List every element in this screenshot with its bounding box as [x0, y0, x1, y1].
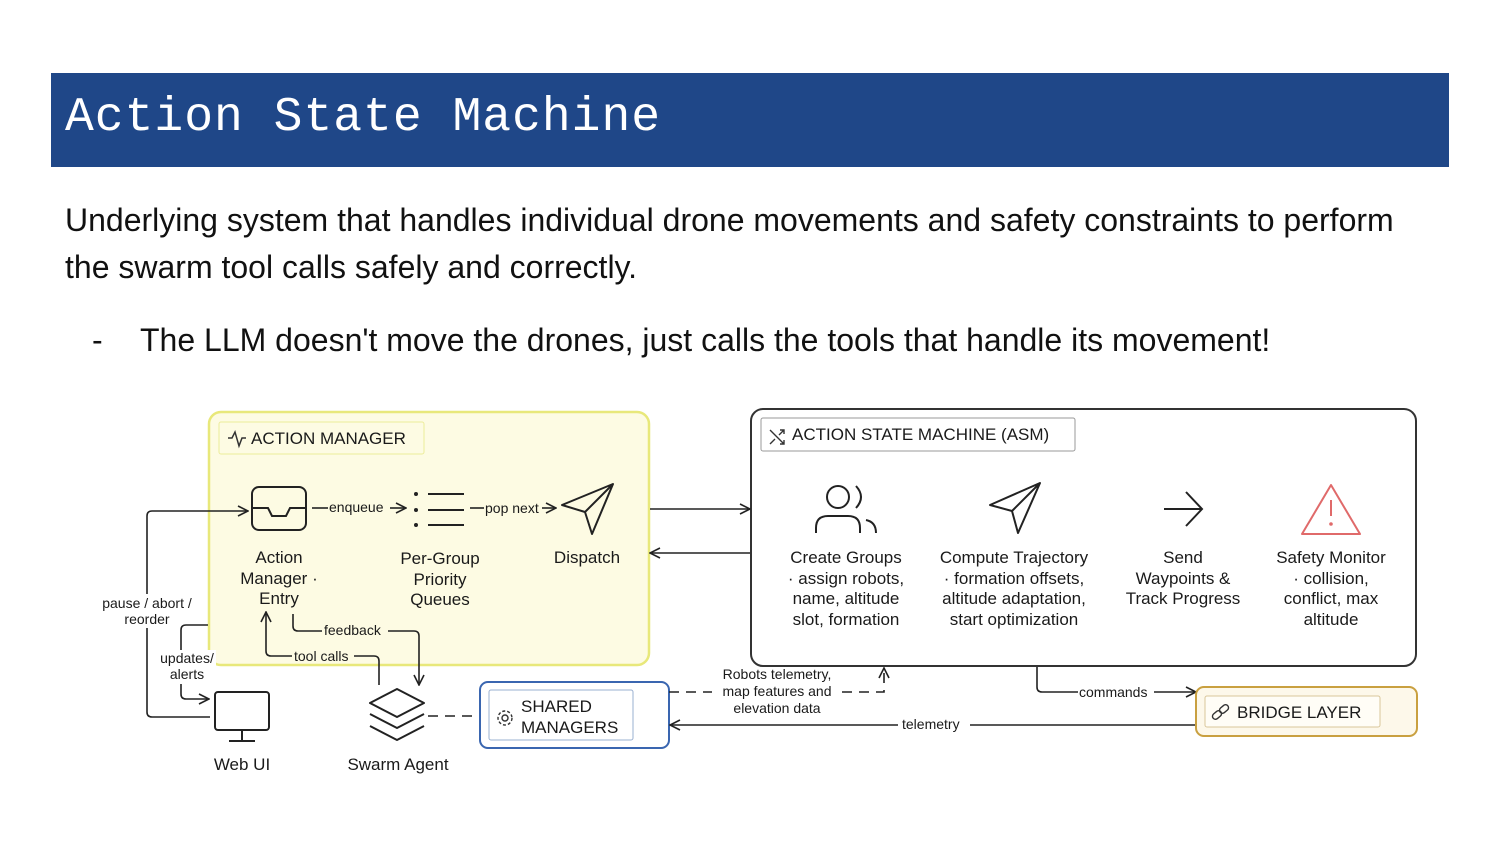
feedback-edge [292, 614, 419, 685]
action-manager-container [207, 410, 651, 667]
queues-line-2: Priority [414, 570, 467, 589]
queues-line-3: Queues [410, 590, 470, 609]
feedback-label: feedback [324, 622, 382, 638]
robots-telemetry-line-3: elevation data [733, 700, 820, 716]
bullet-text: The LLM doesn't move the drones, just ca… [140, 322, 1271, 358]
commands-label: commands [1079, 684, 1147, 700]
action-manager-label-box [218, 421, 425, 455]
bullet-marker: - [92, 322, 103, 358]
robots-telemetry-line-2: map features and [723, 683, 832, 699]
bridge-layer-label-box [1204, 695, 1381, 728]
send-waypoints-line-3: Track Progress [1126, 589, 1241, 608]
telemetry-label: telemetry [902, 716, 960, 732]
send-waypoints-line-2: Waypoints & [1136, 569, 1231, 588]
bridge-layer-label: BRIDGE LAYER [1237, 703, 1361, 722]
intro-paragraph: Underlying system that handles individua… [65, 202, 1394, 285]
tool-calls-label: tool calls [294, 648, 348, 664]
create-groups-line-2: · assign robots, [788, 569, 904, 588]
asm-label-box [760, 417, 1076, 452]
safety-line-4: altitude [1304, 610, 1359, 629]
pause-label-line-1: pause / abort / [102, 595, 192, 611]
entry-line-1: Action [255, 548, 302, 567]
swarm-agent-label: Swarm Agent [347, 755, 448, 774]
safety-line-2: · collision, [1293, 569, 1369, 588]
trajectory-line-3: altitude adaptation, [942, 589, 1086, 608]
shared-to-asm-edge [669, 668, 884, 693]
entry-line-2: Manager · [240, 569, 317, 588]
updates-label-bg [158, 650, 216, 684]
list-icon [414, 492, 464, 527]
enqueue-label: enqueue [329, 499, 384, 515]
asm-label: ACTION STATE MACHINE (ASM) [792, 425, 1049, 444]
updates-label-line-2: alerts [170, 666, 204, 682]
activity-icon [228, 429, 246, 449]
link-icon [1211, 704, 1230, 720]
web-ui-label: Web UI [214, 755, 270, 774]
pause-label-bg [96, 594, 200, 628]
action-manager-label: ACTION MANAGER [251, 429, 406, 448]
safety-line-1: Safety Monitor [1276, 548, 1386, 567]
navigation-icon [989, 482, 1041, 534]
pop-next-label: pop next [485, 500, 539, 516]
users-icon [815, 485, 877, 534]
create-groups-line-4: slot, formation [793, 610, 900, 629]
entry-line-3: Entry [259, 589, 299, 608]
trajectory-line-4: start optimization [950, 610, 1079, 629]
create-groups-line-3: name, altitude [793, 589, 900, 608]
asm-container [750, 408, 1417, 667]
updates-label-line-1: updates/ [160, 650, 214, 666]
shared-managers-label-1: SHARED [521, 697, 592, 716]
commands-edge [1036, 667, 1196, 692]
gear-icon [497, 710, 513, 726]
safety-line-3: conflict, max [1284, 589, 1379, 608]
trajectory-line-2: · formation offsets, [944, 569, 1084, 588]
layers-icon [369, 688, 425, 741]
shared-managers-label-box [488, 689, 634, 741]
robots-telemetry-line-1: Robots telemetry, [723, 666, 832, 682]
arrow-right-icon [1164, 491, 1204, 527]
warning-icon [1301, 484, 1361, 535]
create-groups-line-1: Create Groups [790, 548, 902, 567]
shared-managers-label-2: MANAGERS [521, 718, 618, 737]
pause-label-line-2: reorder [124, 611, 169, 627]
title-bar: Action State Machine [51, 73, 1449, 167]
trajectory-line-1: Compute Trajectory [940, 548, 1089, 567]
monitor-icon [214, 691, 270, 742]
send-icon [561, 483, 614, 535]
tool-calls-edge [266, 612, 380, 685]
queues-line-1: Per-Group [400, 549, 479, 568]
send-waypoints-line-1: Send [1163, 548, 1203, 567]
shuffle-icon [769, 429, 785, 445]
slide-title: Action State Machine [65, 91, 662, 145]
inbox-icon [251, 486, 307, 531]
dispatch-label: Dispatch [554, 548, 620, 567]
